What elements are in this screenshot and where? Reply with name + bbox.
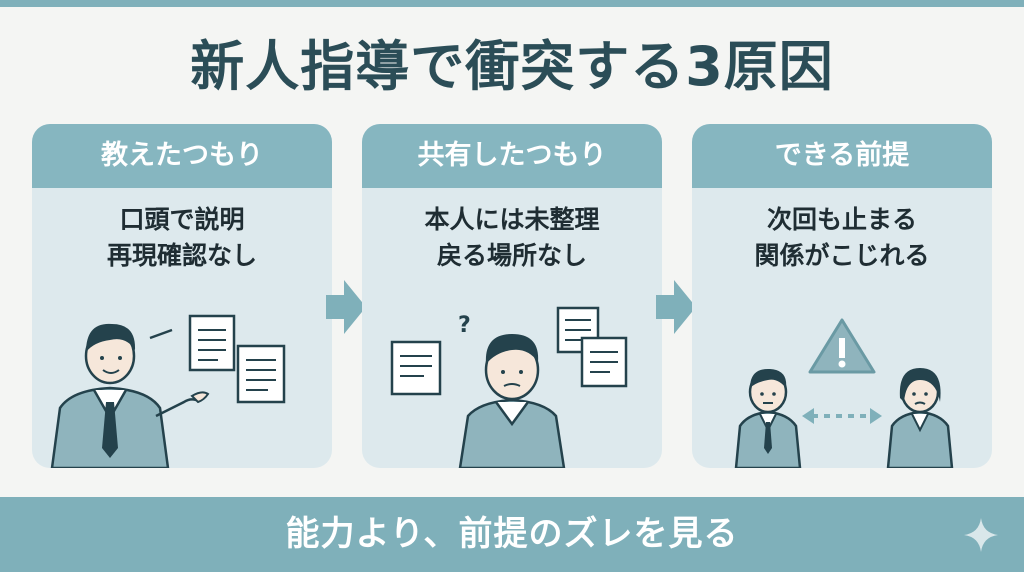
card-line: 本人には未整理 — [424, 205, 600, 234]
two-way-arrow-icon — [802, 408, 882, 424]
top-stripe — [0, 0, 1024, 7]
document-icon — [390, 340, 442, 396]
document-icon — [556, 306, 628, 388]
question-mark-icon: ? — [458, 313, 471, 338]
card-assumption: できる前提 次回も止まる 関係がこじれる — [692, 124, 992, 468]
card-line: 関係がこじれる — [754, 241, 930, 270]
card-heading: 教えたつもり — [32, 124, 332, 188]
card-line: 次回も止まる — [766, 205, 917, 234]
card-line: 再現確認なし — [106, 241, 257, 270]
warning-triangle-icon — [808, 318, 876, 374]
person-icon — [886, 368, 954, 468]
document-icon — [188, 314, 286, 404]
card-heading: できる前提 — [692, 124, 992, 188]
card-sharing: 共有したつもり 本人には未整理 戻る場所なし ? — [362, 124, 662, 468]
card-line: 戻る場所なし — [436, 241, 587, 270]
card-teaching: 教えたつもり 口頭で説明 再現確認なし — [32, 124, 332, 468]
page-title: 新人指導で衝突する3原因 — [190, 35, 834, 98]
confused-newcomer-icon: ? — [390, 306, 628, 468]
conflict-illustration — [734, 318, 954, 468]
card-heading: 共有したつもり — [362, 124, 662, 188]
right-arrow-icon — [326, 280, 366, 334]
person-icon — [734, 368, 802, 468]
mentor-pointing-icon — [50, 314, 286, 468]
sparkle-icon — [964, 518, 998, 552]
footer-message: 能力より、前提のズレを見る — [0, 497, 1024, 572]
right-arrow-icon — [656, 280, 696, 334]
card-line: 口頭で説明 — [119, 205, 245, 234]
